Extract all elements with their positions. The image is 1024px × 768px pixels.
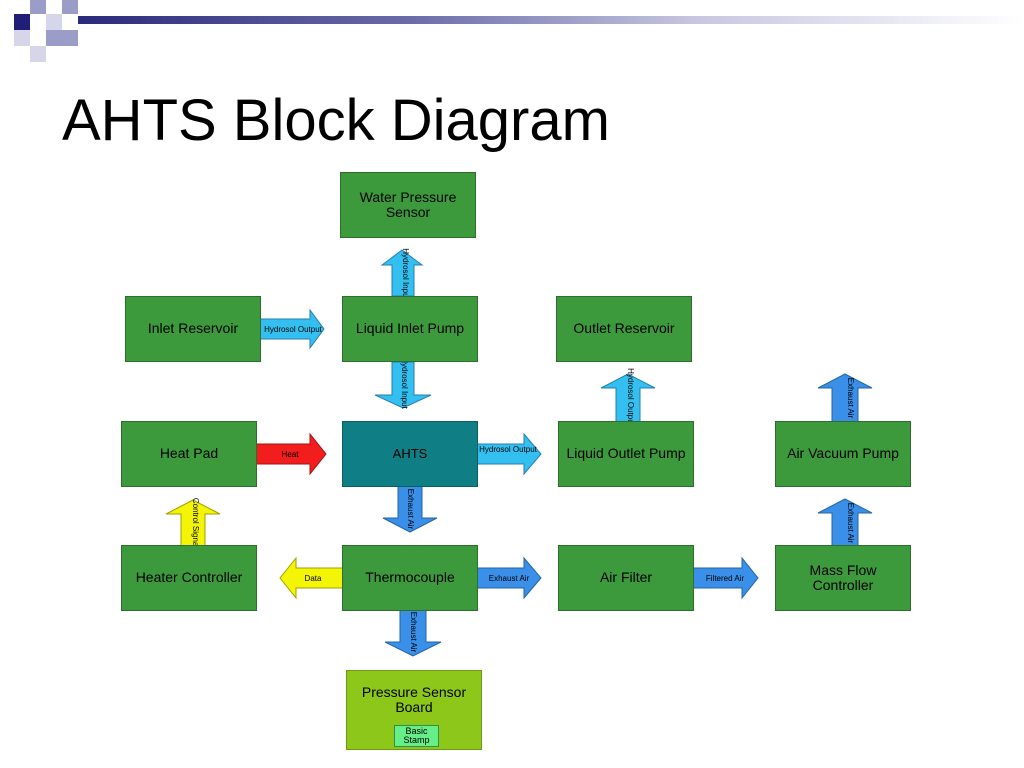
arrow-label-filtered-air: Filtered Air <box>706 574 745 583</box>
arrow-label-hydrosol-output: Hydrosol Output <box>626 368 635 427</box>
arrow-heat-right <box>253 432 327 476</box>
decor-square <box>14 14 30 30</box>
block-basic-stamp: Basic Stamp <box>394 725 439 747</box>
arrow-label-hydrosol-output: Hydrosol Output <box>264 325 323 334</box>
arrow-label-data: Data <box>305 574 322 583</box>
arrow-label-exhaust-air: Exhaust Air <box>846 378 855 419</box>
arrow-exhaust-air-up <box>817 498 873 548</box>
block-air-vacuum-pump: Air Vacuum Pump <box>775 421 911 487</box>
arrow-label-exhaust-air: Exhaust Air <box>409 612 418 653</box>
arrow-exhaust-air-up <box>817 373 873 423</box>
decor-square <box>14 30 30 46</box>
arrow-label-exhaust-air: Exhaust Air <box>846 503 855 544</box>
decor-square <box>30 0 46 14</box>
block-heat-pad: Heat Pad <box>121 421 257 487</box>
arrow-hydrosol-output-right <box>257 308 325 350</box>
decor-square <box>62 0 78 14</box>
decor-square <box>62 30 78 46</box>
arrow-hydrosol-output-right <box>475 432 542 476</box>
arrow-hydrosol-input-up <box>380 249 424 297</box>
block-mass-flow-controller: Mass Flow Controller <box>775 545 911 611</box>
arrow-label-exhaust-air: Exhaust Air <box>406 489 415 530</box>
block-thermocouple: Thermocouple <box>342 545 478 611</box>
block-outlet-reservoir: Outlet Reservoir <box>556 296 692 362</box>
arrow-control-signal-up <box>165 499 221 548</box>
title-rule <box>78 16 1024 24</box>
arrow-exhaust-air-right <box>475 556 542 600</box>
block-air-filter: Air Filter <box>558 545 694 611</box>
arrow-label-heat: Heat <box>282 450 300 459</box>
page-title: AHTS Block Diagram <box>62 88 610 153</box>
arrow-filtered-air-right <box>689 556 759 600</box>
arrow-label-exhaust-air: Exhaust Air <box>489 574 530 583</box>
block-water-pressure-sensor: Water Pressure Sensor <box>340 172 476 238</box>
decor-square <box>46 30 62 46</box>
arrow-exhaust-air-down <box>384 609 442 657</box>
arrow-label-hydrosol-output: Hydrosol Output <box>479 445 538 454</box>
arrow-label-hydrosol-input: Hydrosol Input <box>400 357 409 409</box>
block-heater-controller: Heater Controller <box>121 545 257 611</box>
decor-square <box>30 46 46 62</box>
arrow-hydrosol-input-down <box>374 361 432 409</box>
arrow-data-left <box>279 556 349 600</box>
decor-square <box>46 14 62 30</box>
block-liquid-outlet-pump: Liquid Outlet Pump <box>558 421 694 487</box>
block-inlet-reservoir: Inlet Reservoir <box>125 296 261 362</box>
arrow-label-control-signal: Control Signal <box>191 498 200 548</box>
arrow-hydrosol-output-up <box>600 373 656 423</box>
arrow-label-hydrosol-input: Hydrosol Input <box>401 248 410 300</box>
block-liquid-inlet-pump: Liquid Inlet Pump <box>342 296 478 362</box>
block-ahts: AHTS <box>342 421 478 487</box>
arrow-exhaust-air-down <box>382 485 438 533</box>
